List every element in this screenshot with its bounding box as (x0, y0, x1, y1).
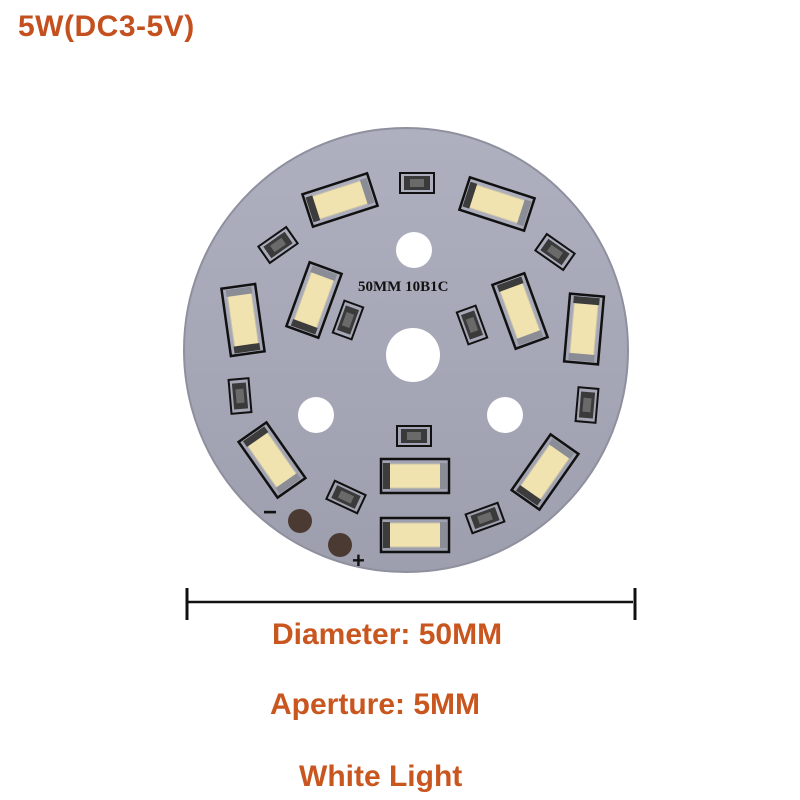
resistor (399, 172, 435, 194)
light-color-spec: White Light (299, 760, 463, 793)
resistor (396, 425, 432, 447)
mount-hole (396, 232, 432, 268)
led-board: 50MM 10B1C − + (183, 127, 629, 573)
led-chip (379, 457, 451, 495)
mount-hole (487, 397, 523, 433)
silkscreen-label: 50MM 10B1C (358, 279, 448, 295)
mount-hole (298, 397, 334, 433)
positive-sign: + (352, 548, 365, 573)
solder-pad-negative (288, 509, 312, 533)
diameter-spec: Diameter: 50MM (272, 618, 503, 651)
page-title: 5W(DC3-5V) (18, 10, 195, 43)
dimension-line (185, 588, 637, 620)
negative-sign: − (263, 499, 277, 526)
aperture-spec: Aperture: 5MM (270, 688, 481, 721)
solder-pad-positive (328, 533, 352, 557)
center-hole (386, 328, 440, 382)
led-chip (379, 516, 451, 554)
